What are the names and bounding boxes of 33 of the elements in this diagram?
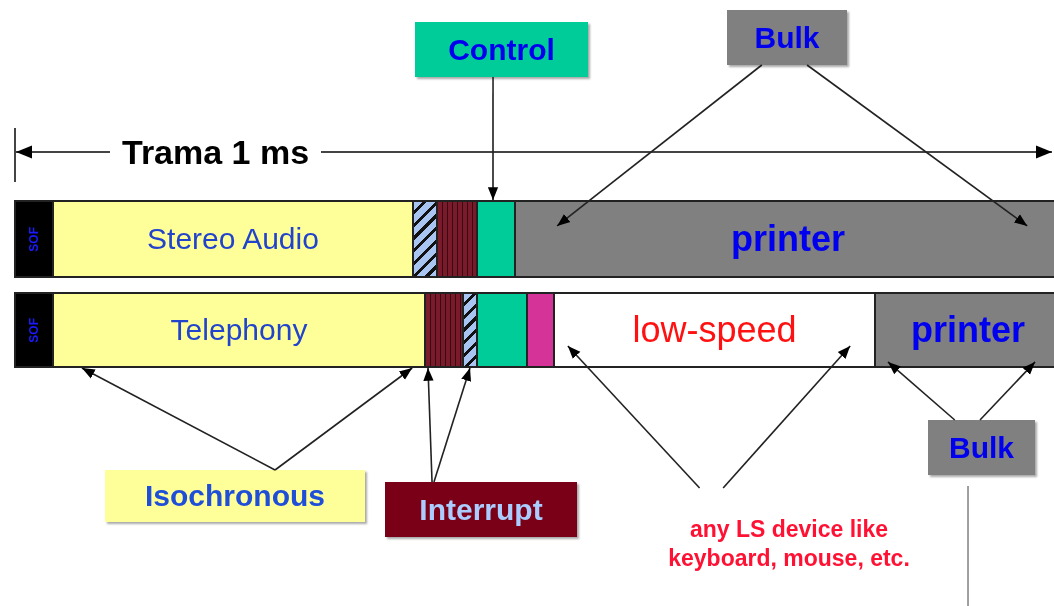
hatched-segment [412, 200, 438, 278]
low-speed-segment: low-speed [553, 292, 876, 368]
arrow [556, 64, 763, 227]
striped-segment [424, 292, 464, 368]
bulk-tag: Bulk [928, 420, 1035, 475]
interrupt-tag: Interrupt [385, 482, 577, 537]
control-segment [476, 200, 516, 278]
control-tag: Control [415, 22, 588, 77]
sof-segment [14, 292, 54, 368]
arrow [81, 367, 276, 471]
control-segment [476, 292, 528, 368]
isochronous-tag: Isochronous [105, 470, 365, 522]
striped-segment [436, 200, 478, 278]
sof-label: SOF [28, 317, 40, 343]
arrow [887, 361, 956, 421]
printer-segment: printer [874, 292, 1054, 368]
arrow [722, 345, 851, 489]
telephony-segment: Telephony [52, 292, 426, 368]
arrow [806, 64, 1029, 227]
sof-label: SOF [28, 226, 40, 252]
arrow [487, 76, 499, 201]
arrow [274, 367, 413, 471]
interrupt-segment [526, 292, 555, 368]
sof-segment [14, 200, 54, 278]
arrow [423, 367, 434, 483]
callout-text: any LS device like keyboard, mouse, etc. [640, 488, 938, 600]
audio-segment: Stereo Audio [52, 200, 414, 278]
line [967, 485, 969, 606]
arrow [567, 345, 701, 489]
bulk-tag: Bulk [727, 10, 847, 65]
arrow [979, 361, 1036, 421]
printer-segment: printer [514, 200, 1054, 278]
arrow [433, 367, 471, 483]
